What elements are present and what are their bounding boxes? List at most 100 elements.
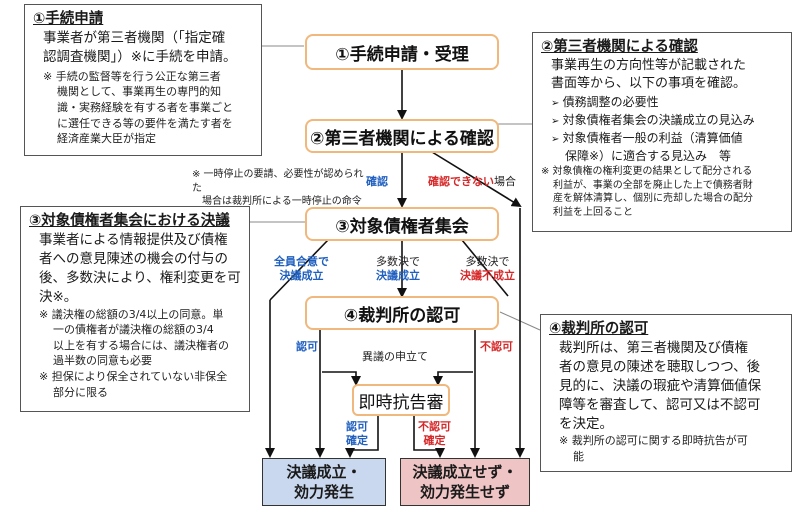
- label-unanimous: 全員合意で 決議成立: [274, 255, 329, 283]
- note-application-body-1: 事業者が第三者機関（「指定確: [43, 30, 226, 46]
- label-approve-final: 認可 確定: [346, 420, 368, 448]
- label-disapprove-final-2: 確定: [423, 433, 446, 447]
- immediate-appeal-box: 即時抗告審: [352, 384, 450, 416]
- step-meeting-label: ③対象債権者集会: [335, 216, 469, 237]
- step-court-approval: ④裁判所の認可: [305, 296, 499, 330]
- note-court-approval-sub-1: ※ 裁判所の認可に関する即時抗告が可: [559, 434, 748, 448]
- label-approve-final-2: 確定: [346, 433, 368, 447]
- note-application-sub-2: 機関として、事業再生の専門的知: [57, 85, 222, 99]
- note-creditor-meeting-body-2: 者への意見陳述の機会の付与の: [39, 250, 228, 267]
- note-confirmation-sub: ※ 対象債権の権利変更の結果として配分される 利益が、事業の全部を廃止した上で債…: [541, 165, 783, 219]
- note-creditor-meeting-body-4: 決※。: [39, 288, 78, 305]
- note-creditor-meeting-body-1: 事業者による情報提供及び債権: [39, 232, 228, 248]
- note-creditor-meeting-sub: ※ 議決権の総額の3/4以上の同意。単 一の債権者が議決権の総額の3/4 以上を…: [29, 307, 241, 401]
- arrow-not-confirm: [431, 151, 522, 208]
- label-majority-ng-2: 決議不成立: [460, 268, 515, 282]
- note-confirmation-item-3: 対象債権者一般の利益（清算価値: [551, 129, 783, 147]
- label-approve-final-1: 認可: [346, 420, 368, 433]
- note-creditor-meeting-sub-2: 一の債権者が議決権の総額の3/4: [53, 323, 214, 337]
- note-confirmation-item-1: 債務調整の必要性: [551, 93, 783, 111]
- result-ok-line-2: 効力発生: [293, 483, 354, 501]
- result-resolution-effective: 決議成立・ 効力発生: [262, 458, 386, 506]
- arrow-majority-ng: [461, 239, 509, 297]
- step-application: ①手続申請・受理: [305, 34, 499, 70]
- note-confirmation-item-3-cont: 保障※）に適合する見込み 等: [565, 149, 732, 164]
- note-confirmation-sub-1: ※ 対象債権の権利変更の結果として配分される: [541, 166, 753, 178]
- step-creditor-meeting: ③対象債権者集会: [305, 207, 499, 241]
- note-court-approval-body-4: 障等を審査して、認可又は不認可: [559, 396, 761, 413]
- suspension-note: ※ 一時停止の要請、必要性が認められた 場合は裁判所による一時停止の命令: [192, 168, 370, 209]
- arrow-unanimous: [269, 239, 329, 301]
- label-confirmed: 確認: [366, 175, 388, 188]
- arrow-objection-left: [322, 371, 361, 386]
- label-majority-ok: 多数決で 決議成立: [376, 255, 420, 283]
- label-majority-ng: 多数決で 決議不成立: [460, 255, 515, 283]
- label-disapprove: 不認可: [480, 340, 513, 353]
- label-majority-ok-1: 多数決で: [376, 255, 420, 268]
- note-application: ①手続申請 事業者が第三者機関（「指定確 認調査機関」）※に手続を申請。 ※ 手…: [24, 4, 262, 156]
- label-not-confirmed-suffix: 場合: [494, 175, 516, 188]
- note-creditor-meeting-body-3: 後、多数決により、権利変更を可: [39, 269, 241, 286]
- note-confirmation-sub-3: 産を解体清算し、個別に売却した場合の配分: [553, 193, 753, 205]
- note-confirmation-item-2: 対象債権者集会の決議成立の見込み: [551, 111, 783, 129]
- note-court-approval-body-1: 裁判所は、第三者機関及び債権: [559, 340, 748, 356]
- note-confirmation-title: ②第三者機関による確認: [541, 39, 698, 55]
- label-disapprove-final: 不認可 確定: [418, 420, 451, 448]
- note-confirmation-body-1: 事業再生の方向性等が記載された: [551, 58, 747, 73]
- note-application-body-2: 認調査機関」）※に手続を申請。: [43, 48, 237, 65]
- note-court-approval-title: ④裁判所の認可: [549, 321, 649, 337]
- note-court-approval-body-2: 者の意見の陳述を聴取しつつ、後: [559, 358, 761, 375]
- note-application-sub-4: に選任できる等の要件を満たす者を: [57, 116, 233, 130]
- note-confirmation: ②第三者機関による確認 事業再生の方向性等が記載された 書面等から、以下の事項を…: [532, 32, 792, 232]
- note-application-sub-5: 経済産業大臣が指定: [57, 132, 156, 146]
- result-ok-line-1: 決議成立・: [286, 462, 362, 481]
- step-confirmation-label: ②第三者機関による確認: [310, 128, 494, 149]
- note-confirmation-body: 事業再生の方向性等が記載された 書面等から、以下の事項を確認。: [541, 57, 783, 93]
- note-confirmation-items: 債務調整の必要性 対象債権者集会の決議成立の見込み 対象債権者一般の利益（清算価…: [541, 93, 783, 147]
- note-creditor-meeting-sub-4: 過半数の同意も必要: [53, 354, 152, 368]
- suspension-note-line-1: ※ 一時停止の要請、必要性が認められた: [192, 169, 364, 194]
- note-court-approval-body: 裁判所は、第三者機関及び債権 者の意見の陳述を聴取しつつ、後 見的に、決議の瑕疵…: [549, 339, 783, 433]
- note-creditor-meeting-sub-3: 以上を有する場合には、議決権者の: [53, 338, 229, 352]
- note-creditor-meeting-sub-1: ※ 議決権の総額の3/4以上の同意。単: [39, 307, 224, 321]
- label-objection: 異議の申立て: [362, 350, 428, 363]
- step-court-label: ④裁判所の認可: [343, 305, 461, 326]
- result-ng-line-1: 決議成立せず・: [412, 462, 518, 481]
- label-not-confirmed: 確認できない場合: [428, 175, 516, 189]
- note-application-sub: ※ 手続の監督等を行う公正な第三者 機関として、事業再生の専門的知 識・実務経験…: [33, 69, 253, 147]
- note-court-approval-sub: ※ 裁判所の認可に関する即時抗告が可 能: [549, 433, 783, 464]
- arrow-objection-right: [433, 371, 473, 386]
- note-creditor-meeting-sub-5: ※ 担保により保全されていない非保全: [39, 370, 228, 383]
- label-not-confirmed-red: 確認できない: [428, 175, 494, 188]
- note-court-approval-body-5: を決定。: [559, 415, 613, 432]
- suspension-note-line-2: 場合は裁判所による一時停止の命令: [202, 196, 362, 207]
- step-application-label: ①手続申請・受理: [335, 44, 469, 65]
- note-creditor-meeting: ③対象債権者集会における決議 事業者による情報提供及び債権 者への意見陳述の機会…: [20, 206, 250, 412]
- note-creditor-meeting-title: ③対象債権者集会における決議: [29, 213, 230, 229]
- label-unanimous-1: 全員合意で: [274, 255, 329, 268]
- note-application-sub-3: 識・実務経験を有する者を事業ごと: [57, 101, 233, 114]
- step-third-party-confirmation: ②第三者機関による確認: [305, 119, 499, 153]
- result-ng-line-2: 効力発生せず: [419, 483, 510, 501]
- label-majority-ng-1: 多数決で: [465, 255, 510, 268]
- note-confirmation-sub-2: 利益が、事業の全部を廃止した上で債務者財: [553, 179, 753, 191]
- label-approve: 認可: [296, 340, 318, 353]
- note-court-approval-body-3: 見的に、決議の瑕疵や清算価値保: [559, 377, 762, 394]
- note-creditor-meeting-sub-6: 部分に限る: [53, 385, 108, 399]
- note-confirmation-body-2: 書面等から、以下の事項を確認。: [551, 76, 747, 92]
- arrow-appeal-ok: [345, 416, 379, 458]
- note-application-body: 事業者が第三者機関（「指定確 認調査機関」）※に手続を申請。: [33, 29, 253, 67]
- label-unanimous-2: 決議成立: [279, 268, 324, 282]
- note-court-approval: ④裁判所の認可 裁判所は、第三者機関及び債権 者の意見の陳述を聴取しつつ、後 見…: [540, 314, 792, 472]
- label-disapprove-final-1: 不認可: [418, 420, 451, 433]
- label-majority-ok-2: 決議成立: [376, 268, 420, 282]
- note-application-sub-1: ※ 手続の監督等を行う公正な第三者: [43, 69, 221, 83]
- result-resolution-not-effective: 決議成立せず・ 効力発生せず: [400, 458, 530, 506]
- note-court-approval-sub-2: 能: [573, 450, 584, 464]
- note-creditor-meeting-body: 事業者による情報提供及び債権 者への意見陳述の機会の付与の 後、多数決により、権…: [29, 231, 241, 307]
- note-confirmation-sub-4: 利益を上回ること: [553, 206, 633, 218]
- arrow-appeal-ng: [413, 416, 445, 458]
- note-application-title: ①手続申請: [33, 11, 104, 27]
- appeal-label: 即時抗告審: [358, 392, 444, 413]
